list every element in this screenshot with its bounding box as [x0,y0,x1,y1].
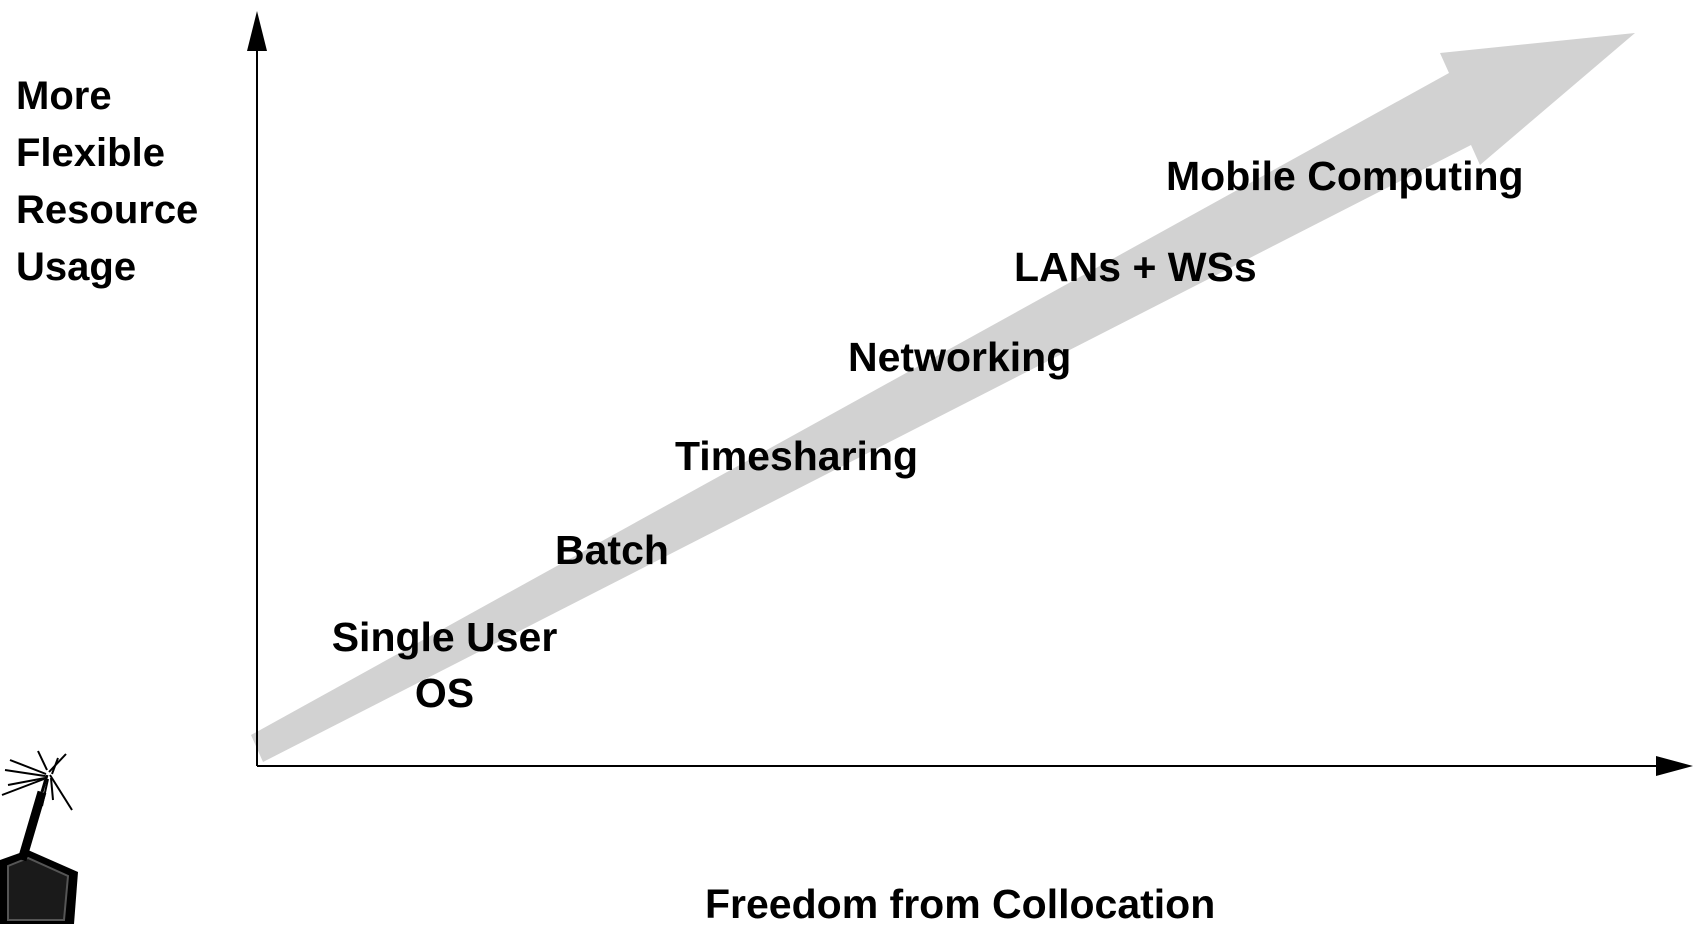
stage-mobile-computing: Mobile Computing [1166,153,1524,199]
stage-batch: Batch [555,527,669,573]
y-axis-label-line-4: Usage [16,245,137,289]
stage-single-user-os-line-1: Single User [331,614,558,660]
stage-single-user-os-line-2: OS [414,670,475,716]
stage-timesharing: Timesharing [675,433,919,479]
y-axis-arrowhead [247,11,267,51]
stage-networking: Networking [848,334,1072,380]
y-axis-label-line-1: More [16,74,112,118]
mobile-device-antenna-icon [0,750,78,924]
trend-arrow [251,33,1635,762]
stage-single-user-os: Single User OS [312,617,577,714]
x-axis-label: Freedom from Collocation [705,881,1216,927]
stage-lans-wss: LANs + WSs [1014,244,1257,290]
y-axis-label-line-2: Flexible [16,131,165,175]
x-axis-arrowhead [1656,756,1693,776]
y-axis-label-line-3: Resource [16,188,199,232]
